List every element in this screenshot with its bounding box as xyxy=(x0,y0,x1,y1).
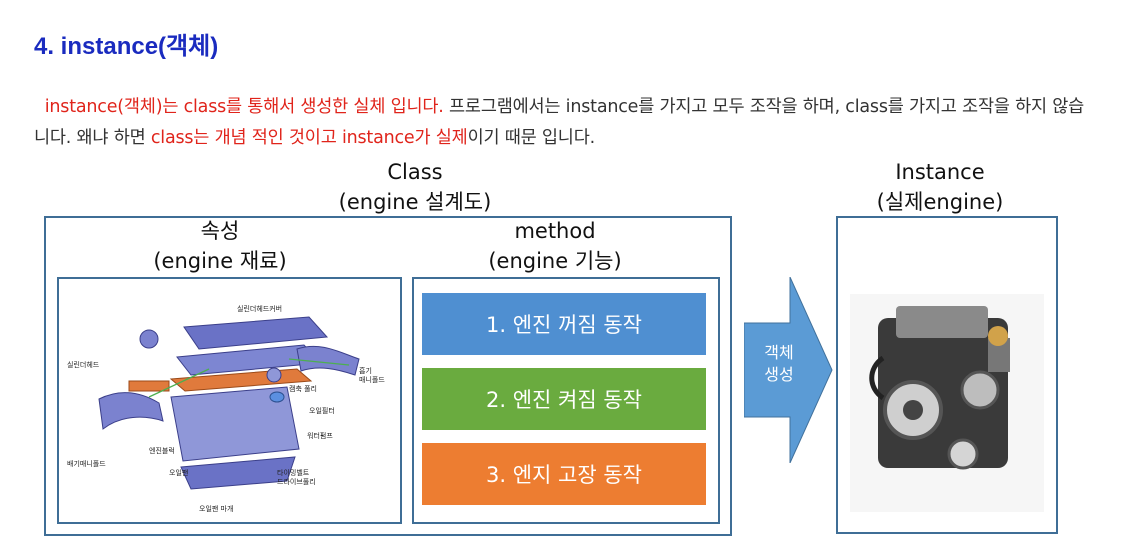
method-item-label: 1. 엔진 꺼짐 동작 xyxy=(486,313,642,337)
label-oil-filter: 오일필터 xyxy=(309,406,335,415)
label-oil-pan: 오일팬 xyxy=(169,468,188,477)
class-label-title: Class xyxy=(387,160,443,184)
intake-manifold-shape xyxy=(296,345,360,376)
arrow-label: 객체 생성 xyxy=(744,342,814,386)
label-engine-block: 엔진블럭 xyxy=(149,446,175,455)
engine-turbo-shape xyxy=(988,326,1008,346)
cam-pulley-shape xyxy=(266,367,282,383)
method-label-title: method xyxy=(514,219,596,243)
method-item-engine-on: 2. 엔진 켜짐 동작 xyxy=(422,368,706,430)
intro-paragraph: instance(객체)는 class를 통해서 생성한 실체 입니다. 프로그… xyxy=(34,92,1094,154)
oil-pan-shape xyxy=(180,456,296,490)
method-label: method (engine 기능) xyxy=(465,216,645,276)
label-timing-line2: 드라이브풀리 xyxy=(277,477,316,486)
plain-text-1: 프로그램에서는 instance를 가지고 모두 조작을 하며, class를 … xyxy=(34,97,1085,148)
method-label-sub: (engine 기능) xyxy=(488,249,622,273)
label-intake-line2: 매니폴드 xyxy=(359,375,385,384)
engine-alternator-shape xyxy=(960,370,1000,410)
exhaust-manifold-shape xyxy=(98,392,164,430)
arrow-label-line2: 생성 xyxy=(764,365,794,384)
section-heading: 4. instance(객체) xyxy=(34,33,219,60)
label-exhaust-manifold: 배기매니폴드 xyxy=(67,459,106,468)
engine-block-shape xyxy=(170,386,300,462)
method-item-engine-failure: 3. 엔지 고장 동작 xyxy=(422,443,706,505)
attribute-label-sub: (engine 재료) xyxy=(153,249,287,273)
arrow-label-line1: 객체 xyxy=(764,343,794,362)
class-label-sub: (engine 설계도) xyxy=(338,190,492,214)
method-item-label: 3. 엔지 고장 동작 xyxy=(486,463,642,487)
instance-label-sub: (실제engine) xyxy=(876,190,1004,214)
label-cylinder-head-cover: 실린더헤드커버 xyxy=(237,304,282,313)
label-timing-line1: 타이밍벨트 xyxy=(277,468,310,477)
label-intake-line1: 흡기 xyxy=(359,366,372,375)
attribute-label: 속성 (engine 재료) xyxy=(120,216,320,276)
instance-box xyxy=(836,216,1058,534)
method-item-label: 2. 엔진 켜짐 동작 xyxy=(486,388,642,412)
label-oil-pan-cap: 오일팬 마개 xyxy=(199,504,233,513)
label-water-pump: 워터펌프 xyxy=(307,431,333,440)
attribute-label-title: 속성 xyxy=(200,219,240,243)
class-label: Class (engine 설계도) xyxy=(310,157,520,217)
label-cam-pulley: 캠축 풀리 xyxy=(289,384,317,393)
engine-photo xyxy=(850,294,1044,512)
thermostat-shape xyxy=(139,329,159,349)
method-item-engine-off: 1. 엔진 꺼짐 동작 xyxy=(422,293,706,355)
create-object-arrow xyxy=(744,277,833,463)
instance-label-title: Instance xyxy=(895,160,985,184)
oil-filter-shape xyxy=(269,391,285,403)
cylinder-head-cover-shape xyxy=(183,316,329,350)
exhaust-gasket-shape xyxy=(128,380,170,392)
instance-label: Instance (실제engine) xyxy=(850,157,1030,217)
plain-text-2: 이기 때문 입니다. xyxy=(467,128,596,148)
engine-top-shape xyxy=(896,306,988,338)
red-class-text: class는 개념 적인 것이고 instance가 실제 xyxy=(150,128,468,148)
red-intro-text: instance(객체)는 class를 통해서 생성한 실체 입니다. xyxy=(44,97,444,117)
label-cylinder-head: 실린더헤드 xyxy=(67,360,100,369)
